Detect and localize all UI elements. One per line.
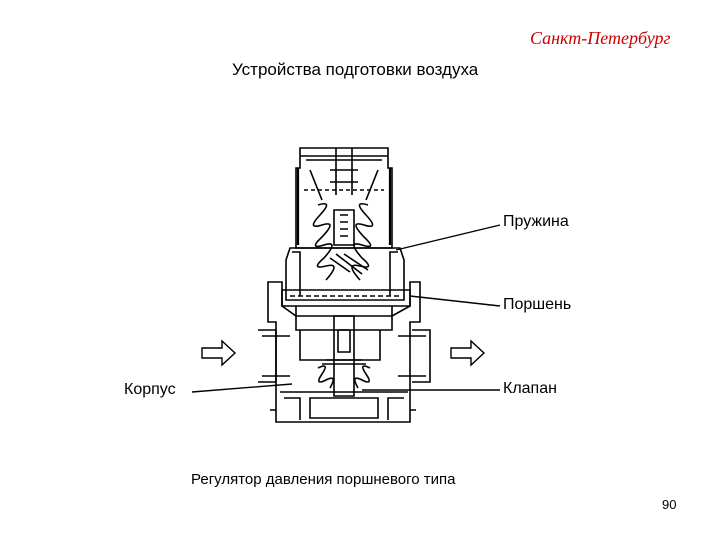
piston-leader-line <box>409 295 501 307</box>
label-piston: Поршень <box>503 296 572 313</box>
body <box>258 281 431 423</box>
spring-leader-line <box>395 224 501 251</box>
body-leader-line <box>191 383 293 393</box>
label-valve: Клапан <box>503 380 557 397</box>
outlet-arrow-icon <box>450 339 486 367</box>
city-title: Санкт-Петербург <box>530 28 671 48</box>
page-number: 90 <box>662 497 677 512</box>
inlet-arrow-icon <box>201 339 237 367</box>
label-spring: Пружина <box>503 213 569 230</box>
adjustment-knob <box>295 147 393 249</box>
label-body: Корпус <box>124 381 176 398</box>
figure-caption: Регулятор давления поршневого типа <box>191 471 456 488</box>
valve <box>317 315 371 397</box>
spring <box>312 202 374 281</box>
slide-title: Устройства подготовки воздуха <box>232 60 479 79</box>
